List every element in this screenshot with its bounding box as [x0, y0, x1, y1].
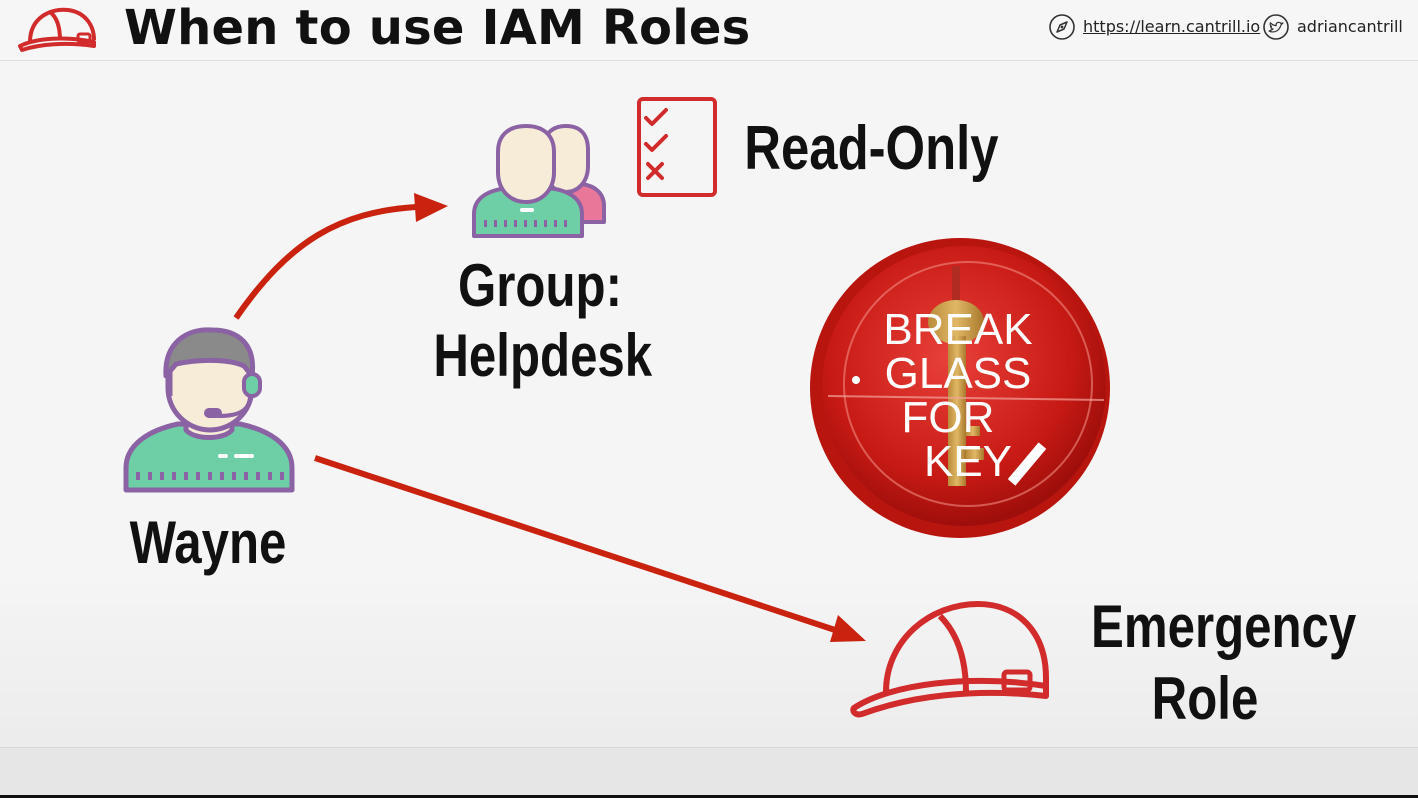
break-glass-key-box-icon: BREAK GLASS FOR KEY — [810, 238, 1110, 538]
role-label-line2: Role — [1151, 665, 1259, 732]
bottom-border — [0, 795, 1418, 798]
break-glass-text-4: KEY — [924, 437, 1012, 486]
break-glass-text-1: BREAK — [883, 305, 1032, 354]
footer-bar — [0, 747, 1418, 796]
user-label: Wayne — [129, 509, 287, 576]
hard-hat-logo-icon — [18, 7, 96, 52]
key-graphic — [928, 266, 984, 486]
header-bar: When to use IAM Roles https://learn.cant… — [0, 0, 1418, 61]
website-link[interactable]: https://learn.cantrill.io — [1083, 17, 1261, 36]
user-group-icon — [472, 123, 606, 238]
arrow-to-group-head — [414, 193, 448, 222]
break-glass-text-3: FOR — [902, 393, 995, 442]
twitter-handle[interactable]: adriancantrill — [1297, 17, 1403, 36]
arrow-to-group — [233, 204, 417, 320]
group-label-line1: Group: — [458, 252, 622, 319]
group-label-line2: Helpdesk — [433, 322, 653, 389]
compass-icon — [1049, 14, 1075, 40]
arrow-to-role — [314, 455, 836, 633]
arrow-to-role-head — [830, 615, 866, 642]
hard-hat-role-icon — [850, 600, 1049, 718]
support-user-icon — [123, 327, 295, 493]
twitter-icon — [1263, 14, 1289, 40]
role-label-line1: Emergency — [1091, 593, 1357, 660]
break-glass-text-2: GLASS — [885, 349, 1032, 398]
checklist-icon — [637, 97, 717, 197]
permission-label: Read-Only — [744, 114, 999, 183]
page-title: When to use IAM Roles — [124, 0, 751, 56]
